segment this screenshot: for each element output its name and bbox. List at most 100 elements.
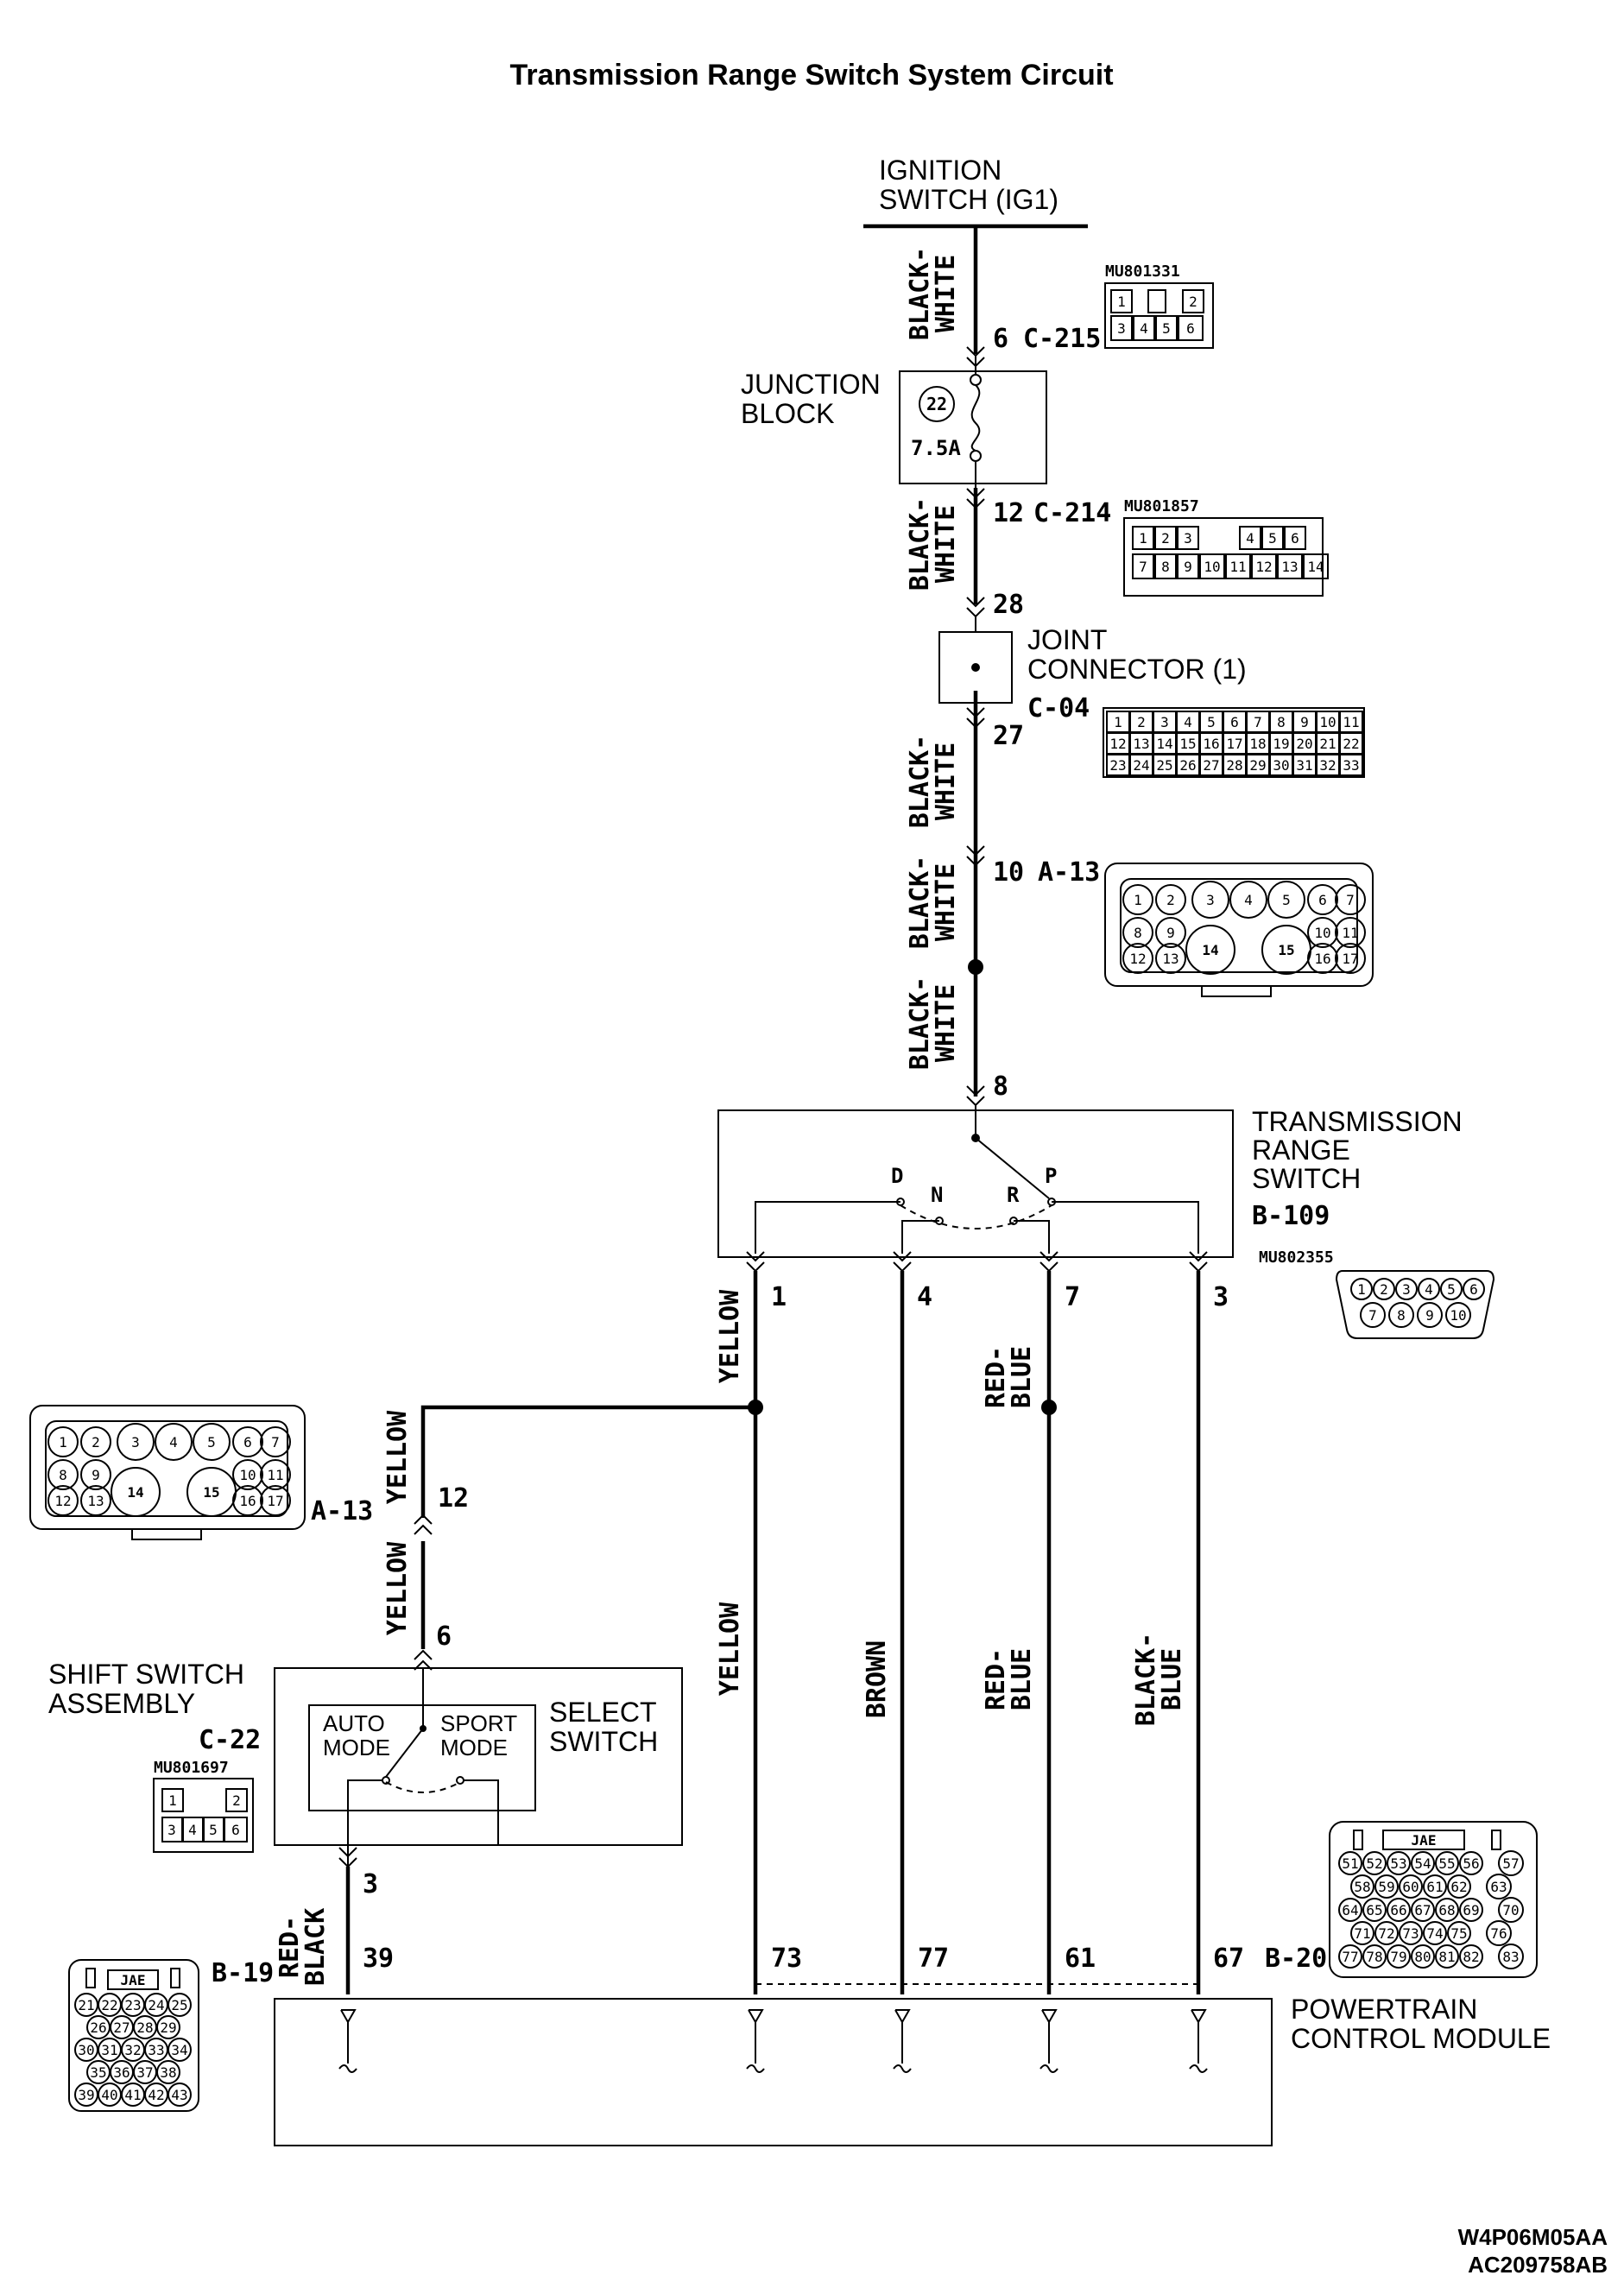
pin-b20-69: 69 bbox=[1459, 1898, 1483, 1922]
pin-c214-7: 7 bbox=[1132, 553, 1154, 579]
svg-text:YELLOW: YELLOW bbox=[715, 1289, 745, 1383]
svg-text:2: 2 bbox=[1161, 530, 1170, 547]
svg-text:1: 1 bbox=[771, 1282, 787, 1312]
pin-b20-66: 66 bbox=[1387, 1898, 1411, 1922]
svg-text:1: 1 bbox=[1134, 892, 1142, 908]
wire-label-black-white-1: BLACK- WHITE bbox=[905, 247, 961, 340]
pin-a13-top-15: 15 bbox=[1261, 925, 1311, 975]
svg-text:5: 5 bbox=[1447, 1281, 1456, 1298]
pin-b19-21: 21 bbox=[74, 1993, 98, 2017]
svg-text:D: D bbox=[891, 1164, 903, 1188]
svg-text:28: 28 bbox=[993, 590, 1024, 620]
svg-text:BLACK-: BLACK- bbox=[905, 497, 935, 591]
svg-text:42: 42 bbox=[148, 2087, 164, 2103]
pin-b19-25: 25 bbox=[167, 1993, 192, 2017]
wire-label-black-white-4: BLACK- WHITE bbox=[905, 856, 961, 949]
pin-c04-4: 4 bbox=[1176, 711, 1200, 733]
svg-text:1: 1 bbox=[168, 1792, 177, 1809]
svg-text:22: 22 bbox=[101, 1997, 117, 2013]
pin-b19-28: 28 bbox=[133, 2015, 157, 2039]
svg-text:77: 77 bbox=[1342, 1949, 1358, 1965]
pin-a13-left-3: 3 bbox=[117, 1423, 155, 1461]
connector-face-mu801331: MU801331 1 2 3 4 5 6 bbox=[1104, 262, 1214, 349]
pin-b109-1: 1 bbox=[1350, 1278, 1373, 1300]
pin-b20-82: 82 bbox=[1459, 1944, 1483, 1969]
pin-b109-4: 4 bbox=[1418, 1278, 1440, 1300]
svg-text:JAE: JAE bbox=[1412, 1832, 1437, 1849]
svg-text:YELLOW: YELLOW bbox=[382, 1410, 413, 1504]
svg-text:JOINT: JOINT bbox=[1027, 624, 1107, 655]
pin-a13-top-17: 17 bbox=[1335, 943, 1366, 974]
svg-text:9: 9 bbox=[92, 1467, 100, 1483]
svg-text:14: 14 bbox=[1202, 942, 1218, 958]
svg-text:70: 70 bbox=[1502, 1902, 1519, 1918]
svg-text:3: 3 bbox=[1117, 320, 1126, 337]
svg-text:52: 52 bbox=[1366, 1855, 1382, 1872]
pin-b20-72: 72 bbox=[1374, 1921, 1399, 1945]
svg-text:6: 6 bbox=[1230, 714, 1239, 730]
svg-text:MU802355: MU802355 bbox=[1259, 1248, 1334, 1267]
pin-c04-25: 25 bbox=[1153, 754, 1177, 776]
svg-text:2: 2 bbox=[1166, 892, 1175, 908]
svg-text:8: 8 bbox=[1161, 559, 1170, 575]
svg-text:67: 67 bbox=[1213, 1944, 1244, 1974]
svg-text:4: 4 bbox=[188, 1822, 197, 1838]
svg-text:15: 15 bbox=[1179, 736, 1196, 752]
pin-c04-6: 6 bbox=[1223, 711, 1247, 733]
pcm-terminal bbox=[746, 2009, 765, 2073]
pin-b109-8: 8 bbox=[1388, 1302, 1414, 1328]
pin-a13-left-15: 15 bbox=[186, 1467, 237, 1517]
svg-text:7: 7 bbox=[1368, 1307, 1377, 1324]
pin-b19-31: 31 bbox=[98, 2038, 122, 2062]
pin-c214-6: 6 bbox=[1284, 526, 1306, 550]
svg-text:13: 13 bbox=[1133, 736, 1149, 752]
svg-text:5: 5 bbox=[209, 1822, 218, 1838]
pin-c04-7: 7 bbox=[1246, 711, 1270, 733]
diagram-title: Transmission Range Switch System Circuit bbox=[509, 59, 1113, 92]
svg-text:12: 12 bbox=[1129, 951, 1146, 967]
joint-connector: 28 JOINT CONNECTOR (1) C-04 27 bbox=[938, 590, 1247, 751]
pin-a13-top-3: 3 bbox=[1191, 881, 1229, 919]
svg-text:17: 17 bbox=[1226, 736, 1242, 752]
svg-text:15: 15 bbox=[203, 1484, 219, 1501]
pin-a13-left-13: 13 bbox=[80, 1485, 111, 1516]
pin-b20-52: 52 bbox=[1362, 1851, 1387, 1875]
pin-b19-38: 38 bbox=[156, 2060, 180, 2084]
svg-text:23: 23 bbox=[124, 1997, 141, 2013]
svg-text:10: 10 bbox=[993, 857, 1024, 888]
pin-b109-9: 9 bbox=[1417, 1302, 1443, 1328]
connector-c214: 12 C-214 bbox=[966, 488, 1111, 528]
svg-text:12: 12 bbox=[1255, 559, 1272, 575]
svg-text:60: 60 bbox=[1402, 1879, 1419, 1895]
svg-text:32: 32 bbox=[124, 2042, 141, 2058]
pin-b20-61: 61 bbox=[1423, 1874, 1447, 1899]
svg-text:TRANSMISSION: TRANSMISSION bbox=[1252, 1106, 1463, 1137]
pin-c04-24: 24 bbox=[1129, 754, 1153, 776]
pin-b19-23: 23 bbox=[121, 1993, 145, 2017]
pin-a13-left-2: 2 bbox=[80, 1426, 111, 1457]
wire-label-black-white-2: BLACK- WHITE bbox=[905, 497, 961, 591]
svg-text:78: 78 bbox=[1366, 1949, 1382, 1965]
pin-c04-3: 3 bbox=[1153, 711, 1177, 733]
pin-c214-5: 5 bbox=[1261, 526, 1284, 550]
svg-text:SPORT: SPORT bbox=[440, 1710, 517, 1736]
wire-yellow-trs1 bbox=[748, 1271, 763, 1994]
pin-b20-53: 53 bbox=[1387, 1851, 1411, 1875]
pin-c04-22: 22 bbox=[1339, 732, 1363, 755]
svg-text:17: 17 bbox=[1342, 951, 1358, 967]
svg-text:73: 73 bbox=[771, 1944, 802, 1974]
pin-b19-34: 34 bbox=[167, 2038, 192, 2062]
svg-text:5: 5 bbox=[1282, 892, 1291, 908]
svg-text:1: 1 bbox=[1357, 1281, 1366, 1298]
svg-text:7: 7 bbox=[1254, 714, 1262, 730]
svg-text:3: 3 bbox=[1206, 892, 1215, 908]
svg-text:A-13: A-13 bbox=[1038, 857, 1100, 888]
pin-c04-20: 20 bbox=[1292, 732, 1317, 755]
svg-text:25: 25 bbox=[171, 1997, 187, 2013]
pin-b19-24: 24 bbox=[144, 1993, 168, 2017]
wire-label-brown-lower: BROWN bbox=[862, 1640, 892, 1718]
svg-text:BLUE: BLUE bbox=[1007, 1648, 1037, 1710]
svg-text:34: 34 bbox=[171, 2042, 187, 2058]
svg-text:20: 20 bbox=[1296, 736, 1312, 752]
